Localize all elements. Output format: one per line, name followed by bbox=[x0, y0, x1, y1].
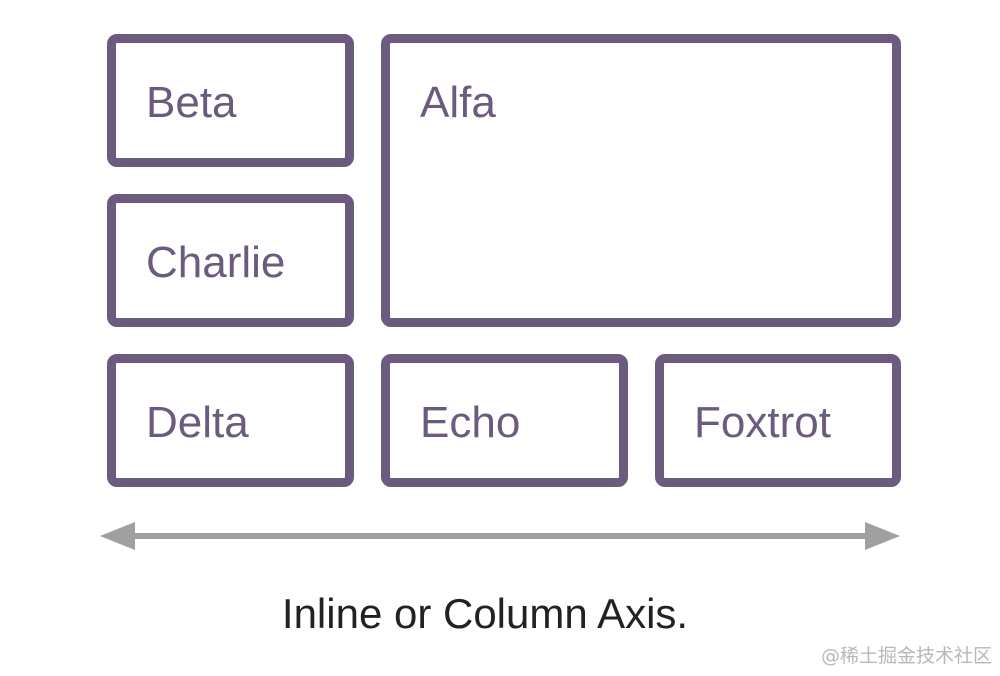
grid-item-foxtrot: Foxtrot bbox=[655, 354, 901, 487]
grid-item-label: Echo bbox=[420, 398, 521, 447]
grid-item-alfa: Alfa bbox=[381, 34, 901, 327]
grid-item-label: Alfa bbox=[420, 78, 496, 127]
grid-item-echo: Echo bbox=[381, 354, 628, 487]
grid-item-label: Foxtrot bbox=[694, 398, 831, 447]
grid-item-charlie: Charlie bbox=[107, 194, 354, 327]
watermark: @稀土掘金技术社区 bbox=[820, 645, 992, 667]
double-arrow-icon bbox=[100, 522, 900, 550]
grid-item-beta: Beta bbox=[107, 34, 354, 167]
grid-item-label: Delta bbox=[146, 398, 249, 447]
grid-item-label: Beta bbox=[146, 78, 237, 127]
grid-item-delta: Delta bbox=[107, 354, 354, 487]
axis-caption: Inline or Column Axis. bbox=[281, 590, 689, 637]
grid-item-label: Charlie bbox=[146, 238, 286, 287]
